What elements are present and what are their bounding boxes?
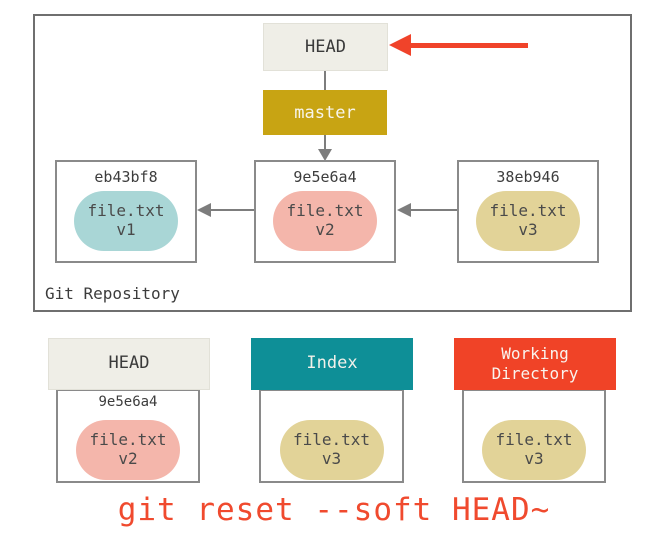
file-name: file.txt — [489, 201, 567, 221]
red-arrow-head-icon — [389, 34, 411, 56]
red-arrow-line — [410, 43, 528, 48]
area-box-working-directory: file.txt v3 — [462, 389, 606, 483]
file-version: v2 — [118, 449, 138, 468]
file-name: file.txt — [495, 430, 573, 450]
git-repository-label: Git Repository — [45, 284, 180, 303]
file-name: file.txt — [292, 430, 371, 450]
area-header-label: Index — [306, 353, 358, 374]
area-commit-hash: 9e5e6a4 — [98, 394, 158, 410]
parent-arrow-line — [210, 209, 254, 211]
parent-arrow-line — [410, 209, 457, 211]
area-header-index: Index — [251, 338, 413, 390]
file-version: v2 — [315, 220, 335, 239]
command-caption: git reset --soft HEAD~ — [117, 492, 551, 528]
commit-box-9e5e6a4: 9e5e6a4 file.txt v2 — [254, 160, 396, 263]
file-snapshot-pill: file.txt v1 — [74, 191, 178, 251]
area-header-label: HEAD — [108, 353, 150, 374]
area-box-index: file.txt v3 — [259, 389, 404, 483]
area-header-working-directory: Working Directory — [454, 338, 616, 390]
file-version: v3 — [518, 220, 538, 239]
file-version: v3 — [321, 449, 342, 468]
commit-box-eb43bf8: eb43bf8 file.txt v1 — [55, 160, 197, 263]
area-box-head: 9e5e6a4 file.txt v2 — [56, 389, 200, 483]
head-pointer-box: HEAD — [263, 23, 388, 71]
file-snapshot-pill: file.txt v3 — [482, 420, 586, 480]
file-name: file.txt — [89, 430, 167, 450]
commit-hash: 38eb946 — [496, 168, 560, 186]
file-version: v1 — [116, 220, 136, 239]
master-to-commit-connector — [324, 135, 326, 150]
head-to-master-connector — [324, 71, 326, 90]
down-arrowhead-icon — [318, 149, 332, 161]
left-arrowhead-icon — [397, 203, 411, 217]
file-name: file.txt — [87, 201, 165, 221]
left-arrowhead-icon — [197, 203, 211, 217]
area-header-label: Working Directory — [491, 344, 579, 383]
master-branch-box: master — [263, 90, 387, 135]
area-header-head: HEAD — [48, 338, 210, 390]
file-snapshot-pill: file.txt v2 — [76, 420, 180, 480]
file-snapshot-pill: file.txt v3 — [279, 420, 384, 480]
file-snapshot-pill: file.txt v3 — [476, 191, 580, 251]
file-name: file.txt — [286, 201, 364, 221]
commit-hash: eb43bf8 — [94, 168, 158, 186]
commit-box-38eb946: 38eb946 file.txt v3 — [457, 160, 599, 263]
file-version: v3 — [524, 449, 544, 468]
file-snapshot-pill: file.txt v2 — [273, 191, 377, 251]
master-branch-label: master — [294, 102, 356, 123]
head-pointer-label: HEAD — [305, 37, 346, 57]
commit-hash: 9e5e6a4 — [293, 168, 357, 186]
